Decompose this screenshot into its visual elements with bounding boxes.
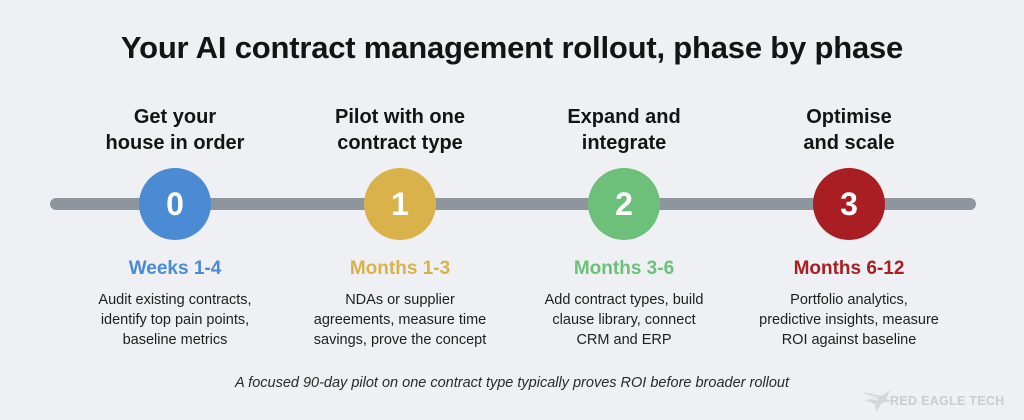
phase-heading: Expand and integrate	[504, 104, 744, 156]
phase-description-line: baseline metrics	[122, 332, 228, 348]
phase-description-line: NDAs or supplier	[345, 292, 455, 308]
phase-number-circle: 0	[139, 168, 211, 240]
phase-description: Add contract types, build clause library…	[504, 290, 744, 350]
page-title: Your AI contract management rollout, pha…	[120, 30, 904, 65]
phase-description-line: savings, prove the concept	[313, 332, 487, 348]
phase-description-line: predictive insights, measure	[759, 312, 939, 328]
phase-description: NDAs or supplier agreements, measure tim…	[280, 290, 520, 350]
phase-description: Portfolio analytics, predictive insights…	[729, 290, 969, 350]
phase-heading: Optimise and scale	[729, 104, 969, 156]
phase-heading-line: house in order	[105, 132, 245, 154]
phase-description-line: Portfolio analytics,	[790, 292, 908, 308]
phase-number-circle: 3	[813, 168, 885, 240]
phase-period: Weeks 1-4	[128, 258, 222, 279]
phase-heading-line: contract type	[337, 132, 463, 154]
phase-description-line: agreements, measure time	[313, 312, 487, 328]
phase-heading-line: Get your	[133, 106, 217, 128]
phase-heading-line: integrate	[581, 132, 667, 154]
phase-number-circle: 1	[364, 168, 436, 240]
phase-period: Months 1-3	[349, 258, 451, 279]
phase-description-line: identify top pain points,	[100, 312, 250, 328]
phase-heading-line: Expand and	[567, 106, 681, 128]
footnote: A focused 90-day pilot on one contract t…	[235, 375, 789, 391]
brand-name: RED EAGLE TECH	[890, 394, 1005, 408]
phase-number-circle: 2	[588, 168, 660, 240]
phase-description-line: CRM and ERP	[576, 332, 672, 348]
phase-heading-line: Optimise	[806, 106, 892, 128]
phase-description: Audit existing contracts, identify top p…	[55, 290, 295, 350]
phase-period: Months 3-6	[573, 258, 675, 279]
phase-heading-line: and scale	[803, 132, 895, 154]
phase-heading: Pilot with one contract type	[280, 104, 520, 156]
phase-heading-line: Pilot with one	[335, 106, 465, 128]
phase-description-line: clause library, connect	[552, 312, 696, 328]
phase-period: Months 6-12	[793, 258, 905, 279]
timeline-track	[50, 198, 976, 210]
phase-description-line: ROI against baseline	[781, 332, 917, 348]
phase-description-line: Add contract types, build	[544, 292, 704, 308]
brand-logo: RED EAGLE TECH	[860, 386, 1020, 414]
phase-heading: Get your house in order	[55, 104, 295, 156]
eagle-logo-icon	[862, 390, 892, 412]
phase-description-line: Audit existing contracts,	[98, 292, 252, 308]
